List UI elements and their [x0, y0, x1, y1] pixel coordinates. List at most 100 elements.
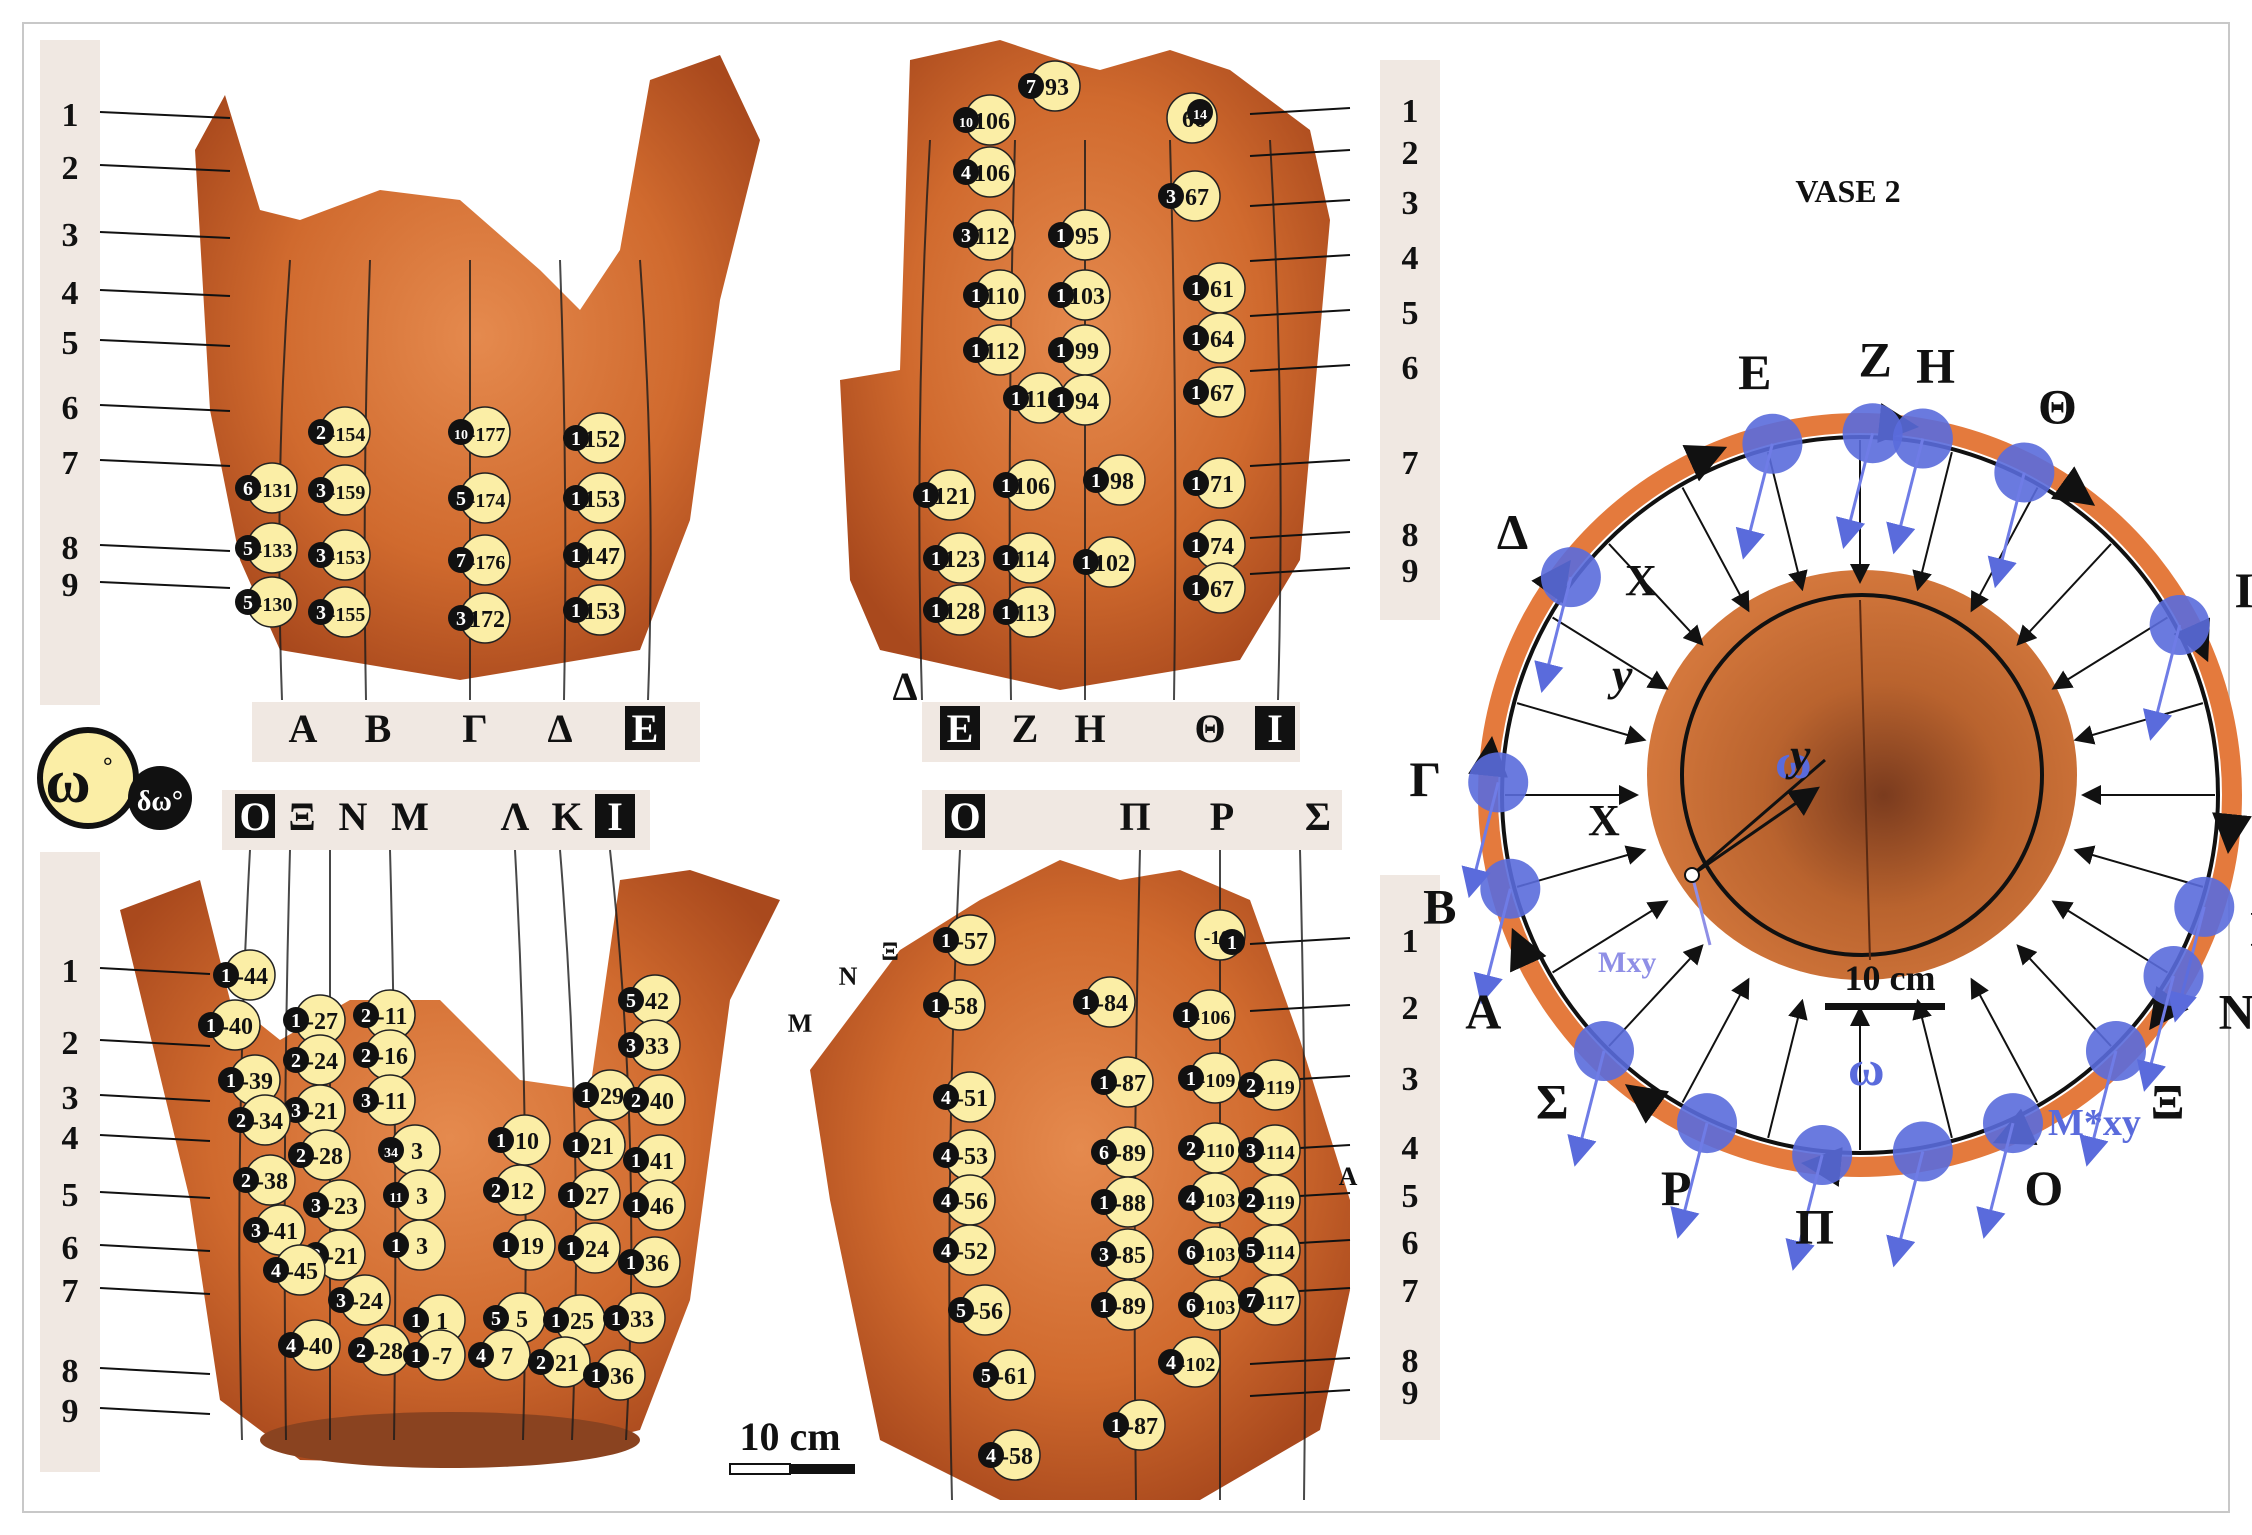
svg-text:67: 67 — [1210, 381, 1234, 407]
svg-text:6: 6 — [243, 478, 253, 500]
svg-text:-16: -16 — [376, 1044, 408, 1070]
marker-p2-27: 671 — [1183, 562, 1246, 614]
svg-text:128: 128 — [944, 599, 980, 625]
vase-base-photo — [1647, 570, 2077, 980]
marker-p4-11: -896 — [1091, 1126, 1154, 1178]
svg-text:Mxy: Mxy — [1598, 946, 1656, 979]
svg-text:1: 1 — [631, 1195, 641, 1217]
svg-text:5: 5 — [1246, 1240, 1256, 1262]
svg-text:3: 3 — [251, 1220, 261, 1242]
scale-bar-diagram: 10 cm — [1825, 958, 1945, 1010]
svg-text:-28: -28 — [311, 1144, 343, 1170]
row-label-p1-6: 6 — [62, 390, 79, 427]
svg-text:11: 11 — [389, 1191, 402, 1206]
row-label-p4-4: 4 — [1402, 1130, 1419, 1167]
svg-text:2: 2 — [241, 1170, 251, 1192]
svg-text:-23: -23 — [326, 1194, 358, 1220]
svg-text:Ν: Ν — [839, 962, 858, 991]
marker-p3-34: -282 — [348, 1324, 411, 1376]
svg-text:-56: -56 — [956, 1189, 988, 1215]
svg-text:Ν: Ν — [339, 794, 368, 839]
marker-p3-28: 191 — [493, 1219, 556, 1271]
svg-text:2: 2 — [1246, 1075, 1256, 1097]
svg-text:2: 2 — [356, 1340, 366, 1362]
svg-text:6: 6 — [1099, 1142, 1109, 1164]
row-label-p3-1: 1 — [62, 953, 79, 990]
svg-text:2: 2 — [361, 1045, 371, 1067]
axis-strip-p2 — [922, 702, 1300, 762]
svg-text:3: 3 — [1099, 1244, 1109, 1266]
moment-mark-3 — [1994, 442, 2055, 503]
marker-p4-6: -871 — [1091, 1056, 1154, 1108]
svg-text:14: 14 — [1193, 108, 1207, 123]
marker-p4-26: -615 — [973, 1349, 1036, 1401]
svg-text:1: 1 — [571, 600, 581, 622]
marker-p2-20: 711 — [1183, 457, 1246, 509]
svg-text:-21: -21 — [306, 1099, 338, 1125]
svg-text:2: 2 — [1246, 1190, 1256, 1212]
ring-letter-11: Π — [1795, 1199, 1834, 1255]
axis-letter-p1-0: Α — [289, 706, 318, 751]
svg-text:12: 12 — [510, 1179, 534, 1205]
svg-text:121: 121 — [934, 484, 970, 510]
marker-p2-7: 951 — [1048, 209, 1111, 261]
svg-text:3: 3 — [1166, 186, 1176, 208]
svg-text:10: 10 — [515, 1129, 539, 1155]
svg-text:-114: -114 — [1259, 1242, 1295, 1264]
svg-text:2: 2 — [536, 1352, 546, 1374]
marker-p3-17: 211 — [563, 1119, 626, 1171]
svg-text:1: 1 — [1001, 548, 1011, 570]
marker-p3-1: -401 — [198, 999, 261, 1051]
svg-text:3: 3 — [291, 1100, 301, 1122]
marker-p3-13: -342 — [228, 1094, 291, 1146]
marker-p3-25: -413 — [243, 1204, 306, 1256]
svg-text:3: 3 — [416, 1184, 428, 1210]
row-label-p2-7: 7 — [1402, 445, 1419, 482]
svg-text:-114: -114 — [1259, 1142, 1295, 1164]
svg-text:1: 1 — [971, 285, 981, 307]
svg-text:Ι: Ι — [1267, 706, 1283, 751]
svg-text:3: 3 — [1246, 1140, 1256, 1162]
svg-text:Λ: Λ — [501, 794, 530, 839]
svg-text:113: 113 — [1015, 601, 1050, 627]
svg-text:Ζ: Ζ — [1012, 706, 1039, 751]
svg-text:2: 2 — [236, 1110, 246, 1132]
marker-p4-19: -853 — [1091, 1228, 1154, 1280]
figure-title: VASE 2 — [1795, 173, 1900, 209]
axis-letter-p3-2: Ν — [339, 794, 368, 839]
svg-text:ω: ω — [1848, 1040, 1885, 1096]
svg-text:1: 1 — [1191, 278, 1201, 300]
ring-letter-9: Ξ — [2151, 1074, 2185, 1130]
row-strip-p4 — [1380, 875, 1440, 1440]
marker-p3-10: -113 — [353, 1074, 416, 1126]
logo-sub: δω° — [137, 786, 183, 817]
axis-strip-p3 — [222, 790, 650, 850]
svg-text:2: 2 — [1186, 1138, 1196, 1160]
svg-text:y: y — [1785, 729, 1811, 780]
svg-text:1: 1 — [1056, 225, 1066, 247]
svg-text:106: 106 — [974, 109, 1010, 135]
vase-fragment-1 — [195, 55, 760, 680]
svg-text:4: 4 — [941, 1087, 951, 1109]
svg-text:X: X — [1625, 556, 1657, 605]
axis-letter-p4-1: Π — [1119, 794, 1150, 839]
svg-text:1: 1 — [1191, 382, 1201, 404]
svg-text:67: 67 — [1185, 185, 1209, 211]
marker-p4-15: -881 — [1091, 1176, 1154, 1228]
svg-text:24: 24 — [585, 1237, 609, 1263]
svg-text:Ι: Ι — [607, 794, 623, 839]
svg-text:-11: -11 — [377, 1089, 408, 1115]
svg-text:106: 106 — [974, 161, 1010, 187]
svg-text:94: 94 — [1075, 389, 1099, 415]
axis-letter-p3-1: Ξ — [288, 794, 315, 839]
svg-text:M*xy: M*xy — [2048, 1102, 2141, 1144]
svg-text:36: 36 — [610, 1364, 634, 1390]
svg-text:1: 1 — [1056, 285, 1066, 307]
svg-text:-38: -38 — [256, 1169, 288, 1195]
marker-p4-0: -571 — [933, 914, 996, 966]
